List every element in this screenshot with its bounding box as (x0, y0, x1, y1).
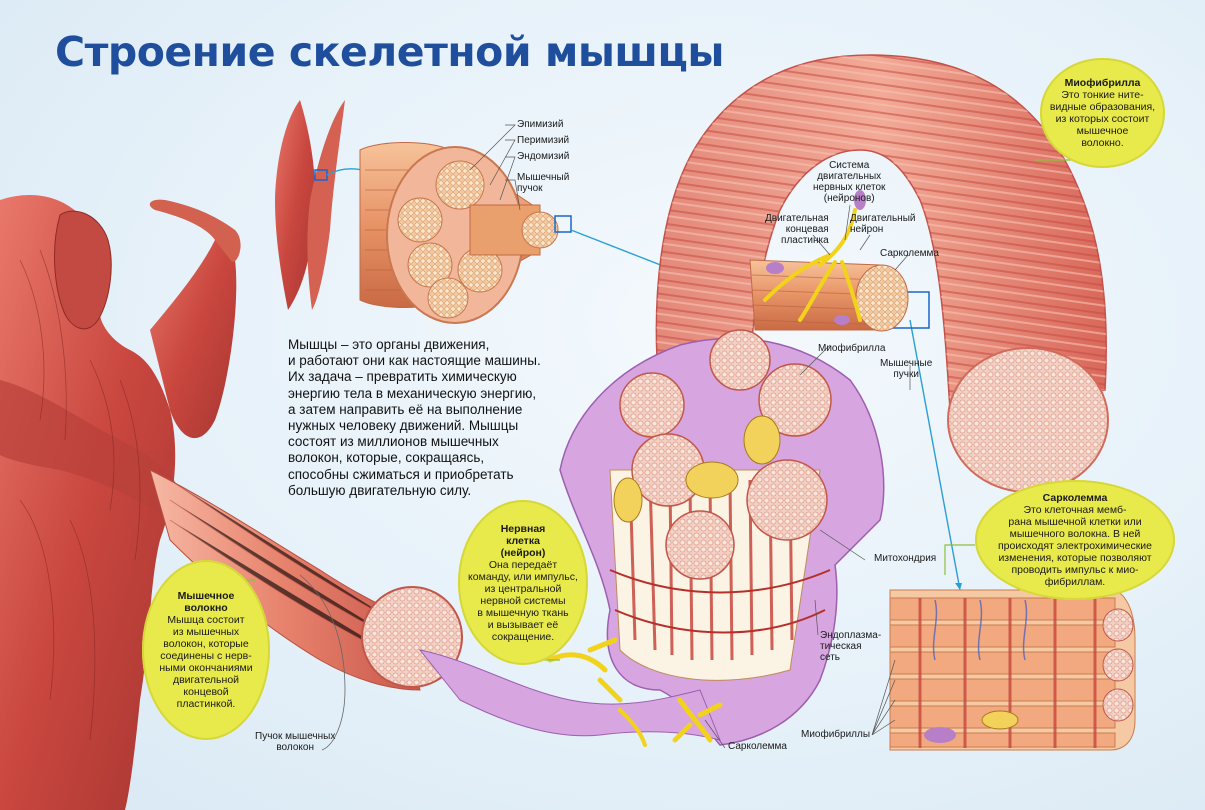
bubble-sarcolemma: Сарколемма Это клеточная мемб- рана мыше… (975, 480, 1175, 600)
intro-paragraph: Мышцы – это органы движения, и работают … (288, 337, 541, 498)
bubble-muscle-fiber: Мышечное волокно Мышца состоит из мышечн… (142, 560, 270, 740)
label-motor-neuron: Двигательный нейрон (850, 213, 916, 235)
myofibrils-block (889, 589, 1136, 751)
bubble-neuron-text: Она передаёт команду, или импульс, из це… (468, 558, 578, 643)
label-fiber-bundle: Пучок мышечных волокон (255, 731, 336, 753)
label-muscle-bundles: Мышечные пучки (880, 358, 933, 380)
bubble-myofibril: Миофибрилла Это тонкие ните- видные обра… (1040, 58, 1165, 168)
label-motor-endplate: Двигательная концевая пластинка (765, 213, 829, 246)
bundle-cross-section (359, 142, 572, 324)
motor-endplate-fiber (749, 190, 909, 332)
bundle-leader-lines (469, 124, 521, 211)
label-endoplasmic-reticulum: Эндоплазма- тическая сеть (820, 630, 882, 663)
myofibril-arch (655, 54, 1109, 493)
label-myofibril: Миофибрилла (818, 343, 886, 354)
label-myofibrils: Миофибриллы (801, 729, 871, 740)
label-muscle-bundle: Мышечный пучок (517, 172, 570, 194)
bubble-neuron: Нервная клетка (нейрон) Она передаёт ком… (458, 500, 588, 665)
label-perimysium: Перимизий (517, 135, 570, 146)
label-epimysium: Эпимизий (517, 119, 564, 130)
nerve-branch (418, 637, 723, 747)
label-endomysium: Эндомизий (517, 151, 570, 162)
human-figure (0, 195, 241, 810)
label-sarcolemma-bottom: Сарколемма (728, 741, 787, 752)
page-title: Строение скелетной мышцы (55, 28, 724, 76)
bubble-sarcolemma-title: Сарколемма (1042, 492, 1108, 504)
label-mitochondria: Митохондрия (874, 553, 937, 564)
label-sarcolemma-top: Сарколемма (880, 248, 939, 259)
bubble-myofibril-text: Это тонкие ните- видные образования, из … (1049, 89, 1156, 149)
bubble-muscle-fiber-text: Мышца состоит из мышечных волокон, котор… (159, 614, 253, 710)
bubble-neuron-title: Нервная клетка (нейрон) (500, 522, 546, 559)
label-motor-system: Система двигательных нервных клеток (ней… (813, 160, 886, 204)
bubble-sarcolemma-text: Это клеточная мемб- рана мышечной клетки… (998, 504, 1152, 588)
bubble-myofibril-title: Миофибрилла (1064, 77, 1141, 89)
muscle-cell-cutaway (559, 329, 885, 746)
bubble-muscle-fiber-title: Мышечное волокно (177, 590, 235, 614)
